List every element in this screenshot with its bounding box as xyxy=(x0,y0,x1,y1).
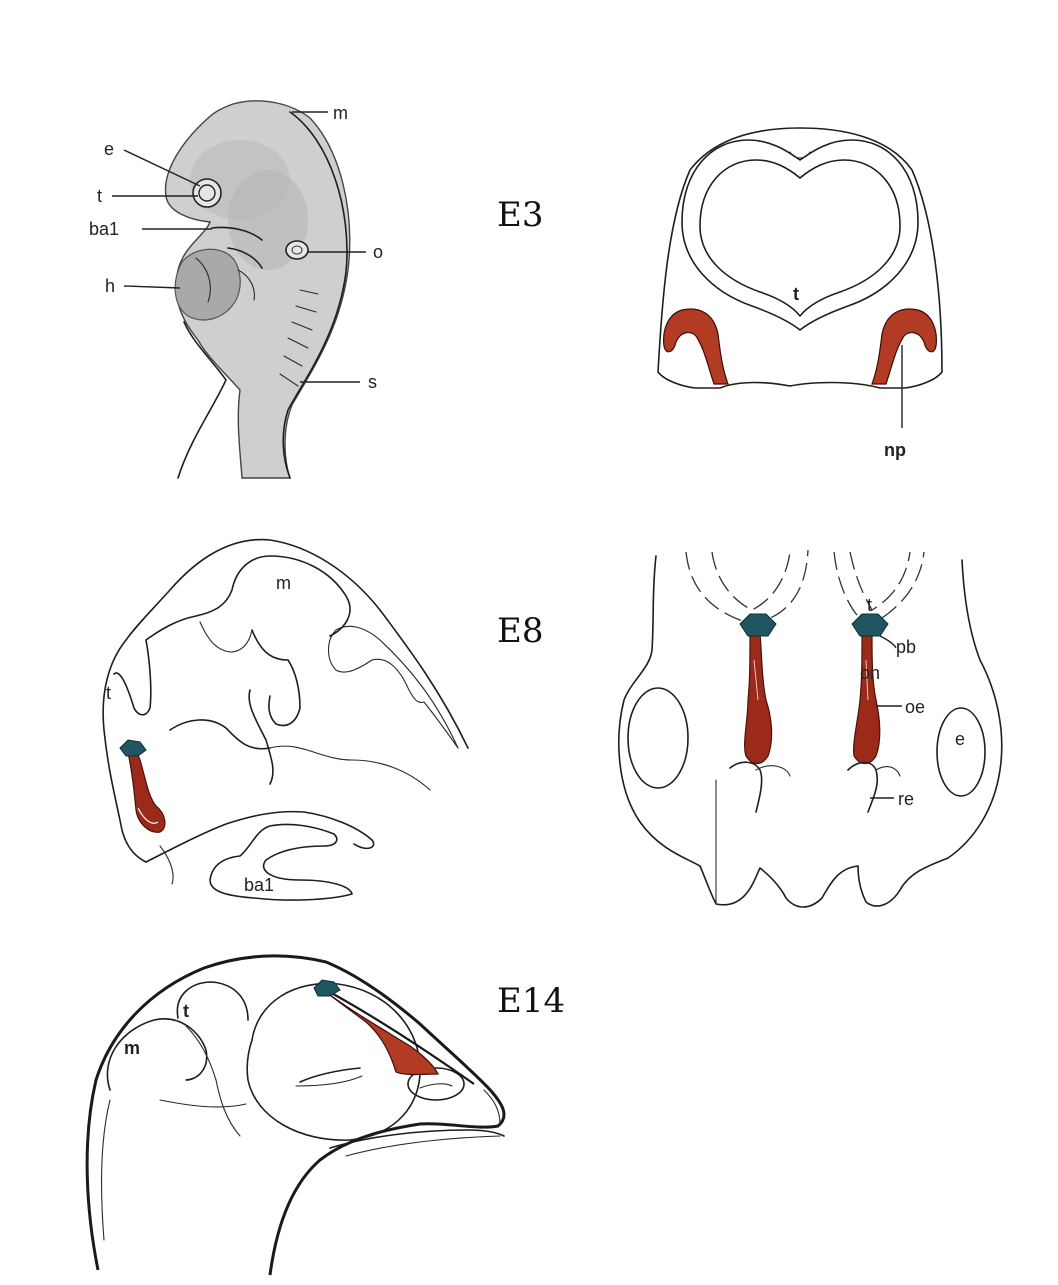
e3-label-ba1: ba1 xyxy=(89,219,119,239)
e8-olfactory-bulb xyxy=(120,740,146,756)
e8-ventral-label-t: t xyxy=(867,595,872,615)
nasal-placode-right xyxy=(872,309,936,384)
e14-olfactory-bulb xyxy=(314,980,340,996)
e8-sagittal-label-m: m xyxy=(276,573,291,593)
nasal-placode-left xyxy=(664,309,728,384)
e3-section-drawing xyxy=(658,128,942,428)
e8-ventral-label-pb: pb xyxy=(896,637,916,657)
e3-label-t: t xyxy=(97,186,102,206)
e8-sagittal-label-ba1: ba1 xyxy=(244,875,274,895)
e8-sagittal-drawing xyxy=(103,540,468,901)
e3-label-m: m xyxy=(333,103,348,123)
e8-sagittal-label-t: t xyxy=(106,683,111,703)
stage-label-e8: E8 xyxy=(497,611,543,651)
e8-ventral-label-oe: oe xyxy=(905,697,925,717)
e3-label-h: h xyxy=(105,276,115,296)
e3-section-label-np: np xyxy=(884,440,906,460)
e3-section-label-t: t xyxy=(793,284,799,304)
e3-label-o: o xyxy=(373,242,383,262)
e14-head-drawing xyxy=(87,956,504,1275)
e3-label-s: s xyxy=(368,372,377,392)
e14-olfactory-tract xyxy=(326,992,438,1075)
stage-label-e3: E3 xyxy=(497,195,543,235)
e8-ventral-label-re: re xyxy=(898,789,914,809)
e8-ventral-label-on: on xyxy=(860,663,880,683)
e8-ventral-label-e: e xyxy=(955,729,965,749)
e14-label-t: t xyxy=(183,1001,189,1021)
e3-label-e: e xyxy=(104,139,114,159)
e8-olfactory-bulb-left xyxy=(740,614,776,636)
e8-ventral-drawing xyxy=(619,550,1002,907)
e3-embryo-drawing xyxy=(112,101,366,478)
stage-label-e14: E14 xyxy=(497,981,565,1021)
e14-label-m: m xyxy=(124,1038,140,1058)
e8-olfactory-nerve-right xyxy=(854,632,880,764)
